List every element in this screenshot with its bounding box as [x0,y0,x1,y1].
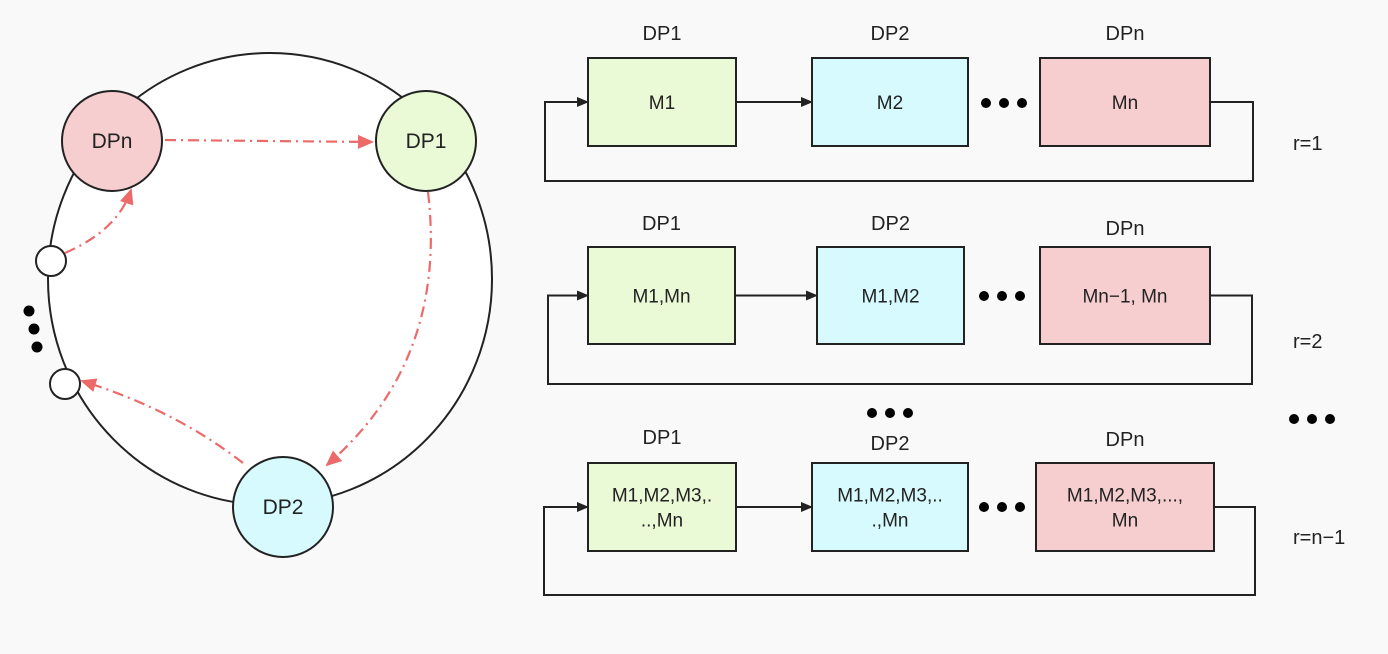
dp-block-box [587,462,737,552]
dp-block-content: M1,M2 [861,287,919,308]
dp-block-box [587,57,737,147]
ring-node-dp1: DP1 [375,90,477,192]
dp-block-box [811,462,969,552]
ring-node-dp1-label: DP1 [406,130,447,153]
round-row: DP1M1,M2,M3,...,MnDP2M1,M2,M3,...,MnDPnM… [543,427,1345,596]
dp-block-header: DPn [1106,429,1145,451]
dp-block-header: DP2 [871,213,910,235]
round-label: r=2 [1293,331,1322,353]
ring-arrows [64,134,432,467]
flow-ellipsis-dots [979,291,1025,301]
ring-node-dp2: DP2 [232,456,334,558]
dp-block-content: M1,M2,M3,. [612,486,712,507]
dp-block-content: ..,Mn [641,511,683,532]
dp-block-header: DPn [1106,23,1145,45]
dp-block-box [811,57,969,147]
flow-ellipsis-dots [981,98,1027,108]
dp-block-header: DP1 [642,213,681,235]
dp-block-header: DP2 [871,433,910,455]
dp-block-content: .,Mn [872,511,909,532]
dp-block-content: Mn−1, Mn [1082,287,1167,308]
ring-diagram: DPn DP1 DP2 [23,52,493,558]
dp-block-box [587,246,736,345]
loop-back-connector [544,97,1254,182]
ring-ellipsis-dots [23,305,43,353]
dp-block-content: M1 [649,93,675,114]
dp-block-content: Mn [1112,93,1138,114]
rows-ellipsis-right [1289,414,1335,424]
dp-block-content: Mn [1112,511,1138,532]
dp-block-content: M1,Mn [632,287,690,308]
dp-block-box [1035,462,1215,552]
ring-node-dp2-label: DP2 [263,496,304,519]
dp-block-box [816,246,965,345]
loop-back-connector [543,502,1256,596]
rows-ellipsis-middle [867,408,913,418]
dp-block-header: DP1 [643,427,682,449]
ring-node-dpn: DPn [61,90,163,192]
dp-block-content: M1,M2,M3,..., [1067,486,1183,507]
loop-back-connector [547,290,1253,385]
arrow-dp1-to-dp2 [325,191,432,467]
arrow-upper-node-to-dpn [64,188,134,255]
round-label: r=1 [1293,133,1322,155]
round-label: r=n−1 [1293,527,1345,549]
dp-block-header: DP2 [871,23,910,45]
ring-node-small-upper [35,245,67,277]
flow-ellipsis-dots [979,502,1025,512]
dp-block-header: DPn [1106,218,1145,240]
dp-block-content: M1,M2,M3,.. [837,486,943,507]
dp-block-box [1039,246,1211,345]
ring-node-small-lower [49,368,81,400]
rounds-panel: DP1M1DP2M2DPnMnr=1DP1M1,MnDP2M1,M2DPnMn−… [543,23,1345,596]
ring-node-dpn-label: DPn [92,130,133,153]
dp-block-box [1039,57,1211,147]
dp-block-content: M2 [877,93,903,114]
dp-block-header: DP1 [643,23,682,45]
